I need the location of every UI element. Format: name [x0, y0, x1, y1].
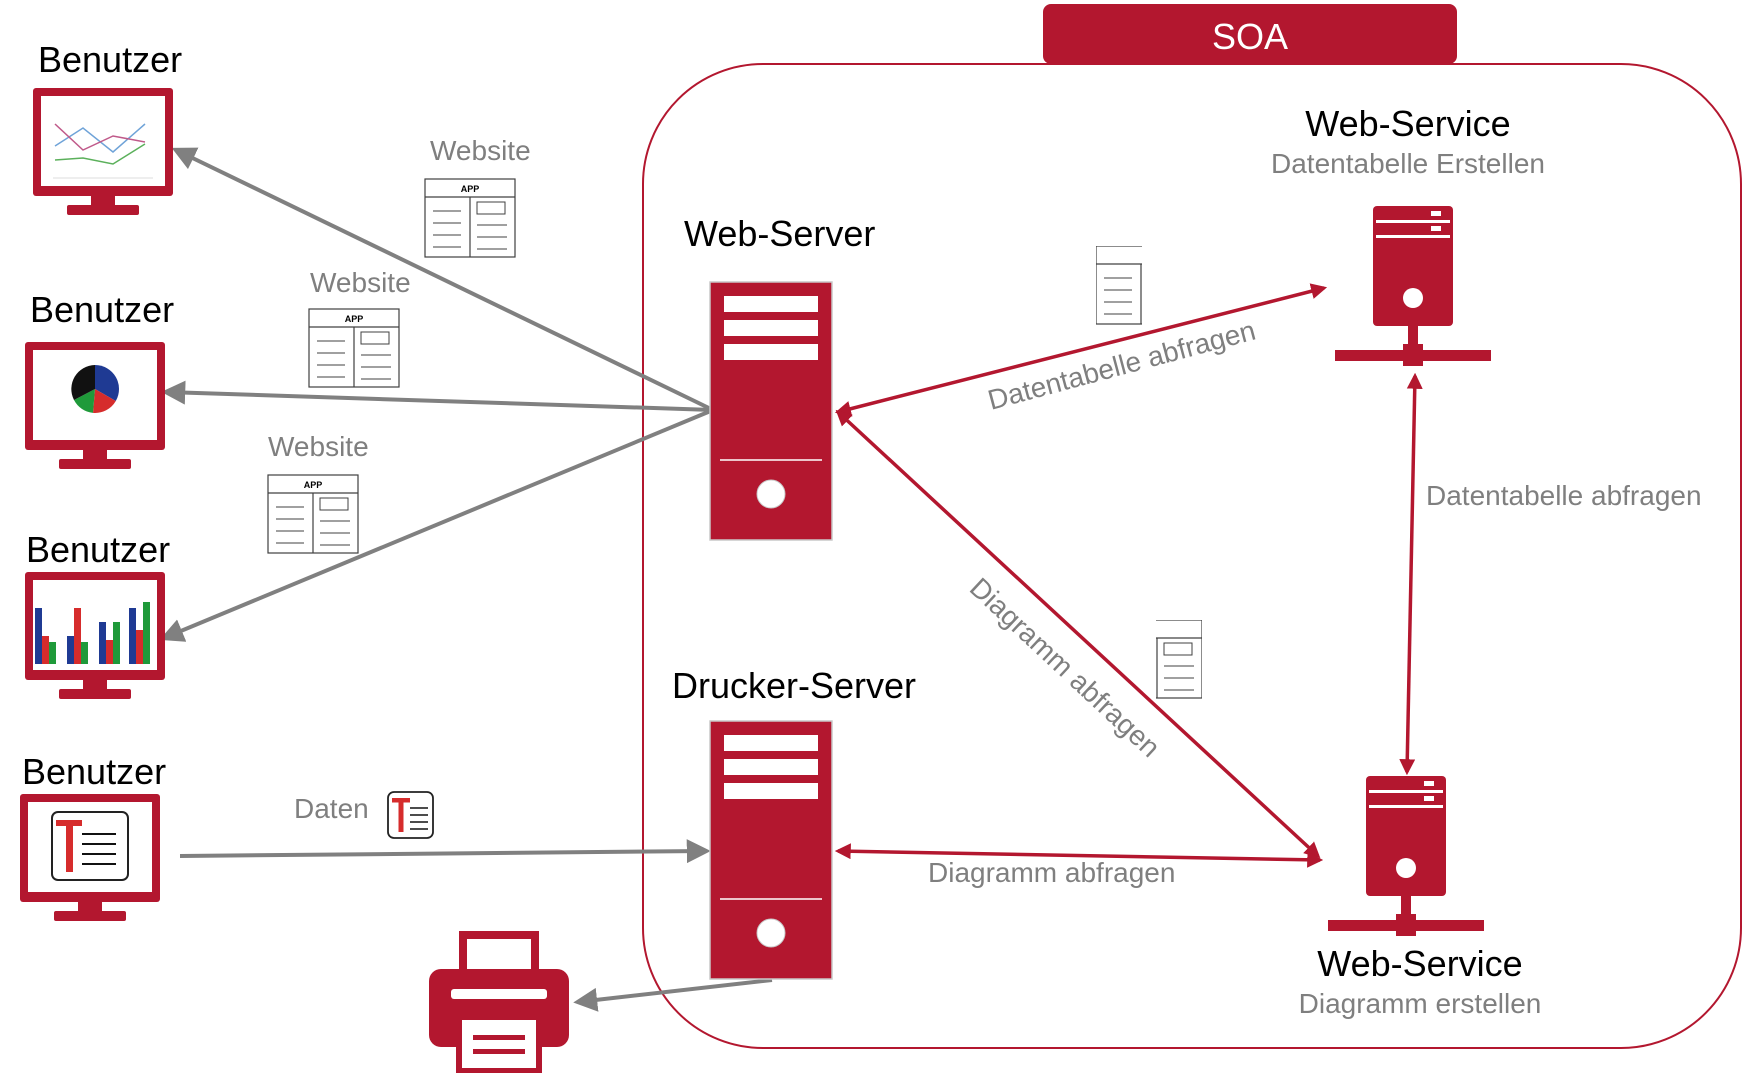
edge-webserver-table-service	[834, 283, 1328, 417]
print-server-label: Drucker-Server	[672, 665, 916, 706]
user-1-label: Benutzer	[38, 39, 182, 80]
printer-icon	[429, 931, 569, 1073]
chart-service-server-icon	[1328, 776, 1484, 936]
website-doc-icon-3: APP	[267, 474, 359, 554]
query-chart-label-1: Diagramm abfragen	[964, 572, 1166, 763]
chart-query-doc-icon	[1156, 620, 1202, 699]
website-doc-icon-1: APP	[424, 178, 516, 258]
text-file-icon	[387, 791, 434, 839]
user-3-label: Benutzer	[26, 529, 170, 570]
edge-webserver-chart-service	[835, 409, 1321, 859]
soa-header	[1043, 4, 1457, 64]
website-doc-2-label: APP	[345, 314, 364, 324]
edge-printserver-chart-service	[834, 843, 1324, 868]
website-doc-icon-2: APP	[308, 308, 400, 388]
website-label-1: Website	[430, 135, 531, 166]
chart-service-subtitle: Diagramm erstellen	[1299, 988, 1542, 1019]
user-2-label: Benutzer	[30, 289, 174, 330]
edge-printserver-to-printer	[573, 978, 773, 1012]
chart-service-title: Web-Service	[1317, 943, 1522, 984]
edge-webserver-to-user-1	[171, 147, 714, 412]
data-input-label: Daten	[294, 793, 369, 824]
query-chart-label-2: Diagramm abfragen	[928, 857, 1175, 888]
soa-label: SOA	[1212, 16, 1288, 57]
user-3-monitor-icon	[25, 572, 165, 699]
query-table-label-2: Datentabelle abfragen	[1426, 480, 1702, 511]
table-service-title: Web-Service	[1305, 103, 1510, 144]
pie-chart-icon	[71, 365, 120, 413]
table-query-doc-icon	[1096, 246, 1144, 326]
edge-table-service-chart-service	[1399, 372, 1423, 776]
text-document-icon	[51, 811, 129, 881]
user-2-monitor-icon	[25, 342, 165, 469]
website-doc-1-label: APP	[461, 184, 480, 194]
table-service-subtitle: Datentabelle Erstellen	[1271, 148, 1545, 179]
print-server-icon	[709, 720, 833, 980]
edge-webserver-to-user-3	[159, 408, 714, 642]
bar-chart-icon	[35, 602, 150, 664]
user-1-monitor-icon	[33, 88, 173, 215]
user-4-label: Benutzer	[22, 751, 166, 792]
website-label-3: Website	[268, 431, 369, 462]
website-label-2: Website	[310, 267, 411, 298]
edge-user-4-to-printserver	[179, 839, 711, 864]
website-doc-3-label: APP	[304, 480, 323, 490]
web-server-icon	[709, 281, 833, 541]
table-service-server-icon	[1335, 206, 1491, 366]
web-server-label: Web-Server	[684, 213, 875, 254]
user-4-monitor-icon	[20, 794, 160, 921]
edge-webserver-to-user-2	[161, 380, 714, 412]
